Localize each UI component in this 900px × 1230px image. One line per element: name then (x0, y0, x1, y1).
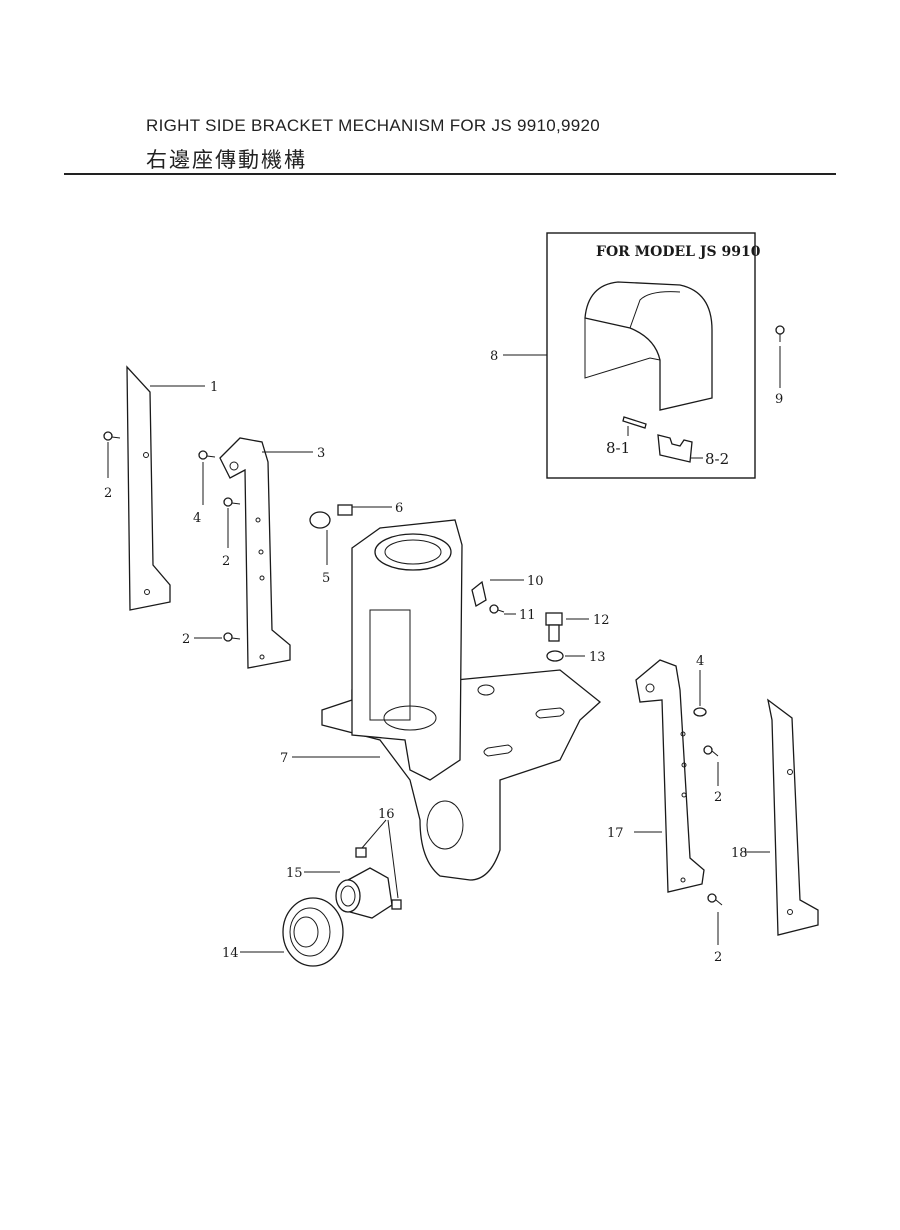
washer-part (546, 650, 564, 662)
callout-13: 13 (589, 650, 606, 665)
callout-10: 10 (527, 574, 544, 589)
callout-2: 2 (104, 486, 112, 501)
inset-box: FOR MODEL JS 9910 (546, 232, 761, 479)
callout-9: 9 (775, 392, 783, 407)
hex-bolt-part (545, 612, 563, 626)
callout-2: 2 (222, 554, 230, 569)
diagram-title-chinese: 右邊座傳動機構 (146, 148, 307, 172)
callout-labels: 1 2 3 4 2 2 6 5 8 9 8-1 8-2 10 11 12 13 … (104, 349, 783, 965)
right-bracket-plate-part (219, 437, 291, 669)
set-screw-part (355, 847, 367, 858)
callout-7: 7 (280, 751, 288, 766)
set-screw-part (337, 504, 353, 516)
leader-lines (107, 346, 781, 953)
callout-8-2: 8-2 (705, 450, 729, 468)
bracket-plate-part (657, 434, 693, 463)
callout-4: 4 (193, 511, 201, 526)
collar-part (309, 511, 331, 529)
callout-2: 2 (714, 950, 722, 965)
callout-2: 2 (714, 790, 722, 805)
screw-icons (103, 325, 785, 906)
callout-1: 1 (210, 380, 218, 395)
inset-title: FOR MODEL JS 9910 (596, 244, 761, 260)
right-bracket-plate-17-part (635, 659, 705, 893)
belt-cover-part (584, 281, 713, 411)
callout-14: 14 (222, 946, 239, 961)
callout-17: 17 (607, 826, 624, 841)
callout-3: 3 (317, 446, 325, 461)
title-underline (64, 173, 836, 175)
callout-18: 18 (731, 846, 748, 861)
clip-part (471, 580, 487, 608)
bearing-part (282, 897, 344, 967)
callout-12: 12 (593, 613, 610, 628)
callout-6: 6 (395, 501, 403, 516)
callout-8-1: 8-1 (606, 439, 630, 457)
pin-part (622, 416, 647, 429)
callout-15: 15 (286, 866, 303, 881)
callout-16: 16 (378, 807, 395, 822)
callout-2: 2 (182, 632, 190, 647)
callout-5: 5 (322, 571, 330, 586)
right-side-plate-part (767, 698, 819, 936)
callout-4: 4 (696, 654, 704, 669)
callout-8: 8 (490, 349, 498, 364)
left-side-plate-part (126, 365, 171, 611)
shaft-collar-part (335, 867, 393, 919)
callout-11: 11 (519, 608, 536, 623)
main-bracket-body-part (321, 519, 602, 881)
diagram-title: RIGHT SIDE BRACKET MECHANISM FOR JS 9910… (146, 116, 601, 135)
